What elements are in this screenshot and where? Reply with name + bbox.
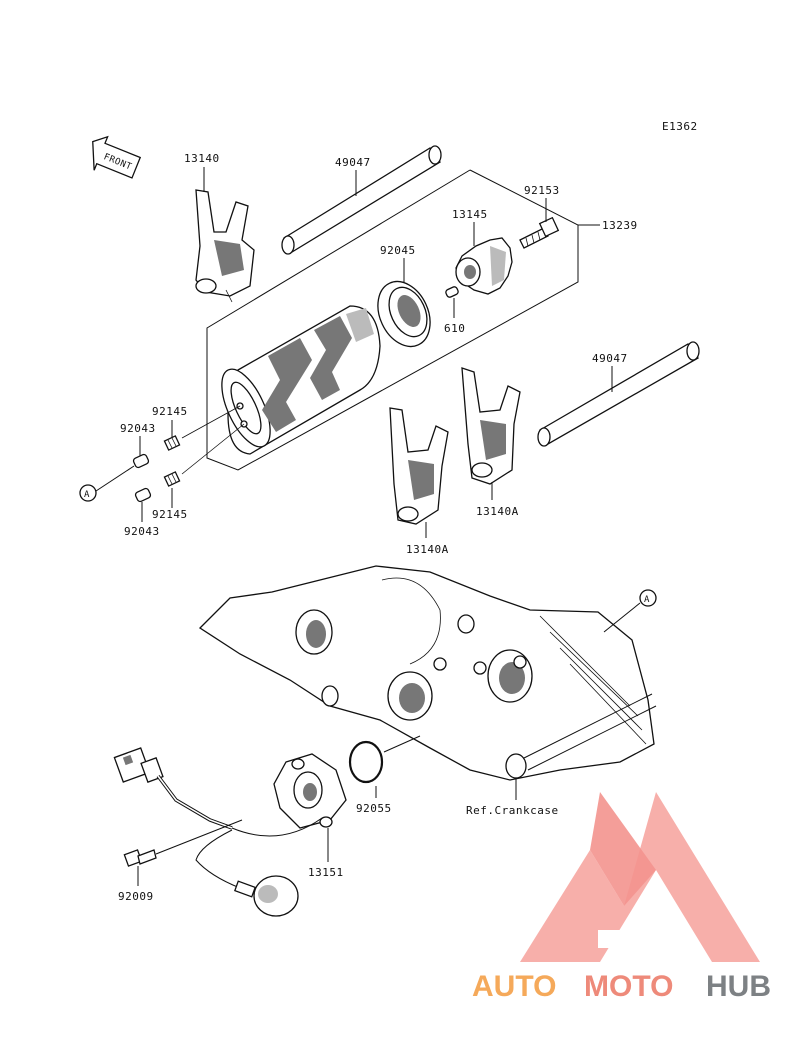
label-92043-upper: 92043 (120, 422, 156, 435)
watermark-hub: HUB (706, 970, 771, 1003)
watermark-auto: AUTO (472, 970, 556, 1003)
svg-text:A: A (644, 595, 650, 605)
shift-cam-13145 (455, 237, 513, 295)
label-92145-lower: 92145 (152, 508, 188, 521)
watermark-moto: MOTO (584, 970, 673, 1003)
label-13140A-right: 13140A (476, 505, 519, 518)
shift-fork-13140A-left (389, 407, 449, 525)
label-92009: 92009 (118, 890, 154, 903)
label-92153: 92153 (524, 184, 560, 197)
label-92045: 92045 (380, 244, 416, 257)
callout-a-lower: A (639, 589, 657, 607)
label-92043-lower: 92043 (124, 525, 160, 538)
label-610: 610 (444, 322, 465, 335)
pin-610 (445, 286, 459, 298)
shift-rod-49047-right (537, 341, 700, 447)
shift-fork-13140A-right (461, 367, 521, 485)
spring-92145-lower (163, 471, 181, 487)
pin-92043-lower (134, 487, 152, 503)
callout-a-upper: A (79, 484, 97, 502)
label-92145-upper: 92145 (152, 405, 188, 418)
ref-crankcase-label: Ref.Crankcase (466, 804, 559, 817)
crankcase (198, 565, 657, 781)
label-13145: 13145 (452, 208, 488, 221)
label-13151: 13151 (308, 866, 344, 879)
sensor-connector (113, 747, 164, 783)
spring-92145-upper (163, 435, 181, 451)
label-13140A-left: 13140A (406, 543, 449, 556)
label-92055: 92055 (356, 802, 392, 815)
shift-rod-49047-top (281, 145, 442, 255)
gear-position-sensor-13151 (273, 753, 347, 829)
svg-text:A: A (84, 490, 90, 500)
o-ring-92055 (348, 740, 384, 784)
bearing-92045 (377, 280, 431, 348)
label-13140: 13140 (184, 152, 220, 165)
sensor-end-plug (233, 875, 299, 917)
label-49047-right: 49047 (592, 352, 628, 365)
label-49047-top: 49047 (335, 156, 371, 169)
pin-92043-upper (132, 453, 150, 469)
bolt-92153 (519, 216, 560, 249)
front-arrow-icon: FRONT (92, 135, 142, 179)
label-13239: 13239 (602, 219, 638, 232)
automotohub-watermark-logo: AUTO MOTO HUB (472, 792, 771, 1003)
shift-fork-13140 (195, 189, 255, 303)
diagram-code: E1362 (662, 120, 698, 133)
bolt-92009 (123, 849, 157, 867)
shift-drum (221, 305, 381, 455)
